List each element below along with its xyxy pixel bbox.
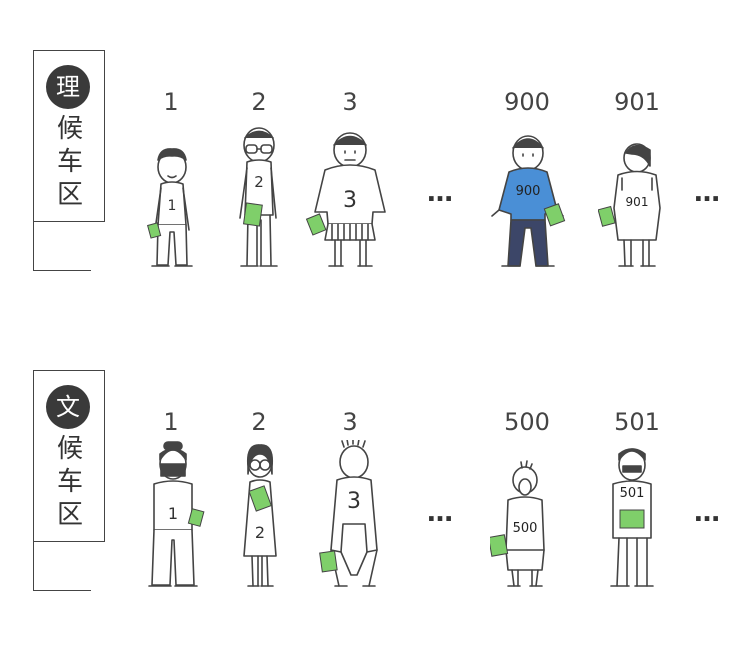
shirt-number: 2 bbox=[254, 173, 264, 191]
science-bracket-horizontal bbox=[33, 270, 91, 271]
ellipsis: … bbox=[427, 498, 455, 528]
arts-bracket-vertical bbox=[33, 541, 34, 591]
shirt-number: 501 bbox=[620, 486, 645, 501]
shirt-number: 1 bbox=[168, 504, 178, 523]
arts-waiting-area: 文 候车区 1 2 3 500 501 1 2 bbox=[0, 320, 752, 620]
waiting-person-illustration: 900 bbox=[491, 135, 566, 267]
waiting-person-illustration: 1 bbox=[147, 148, 193, 267]
ellipsis: … bbox=[694, 498, 722, 528]
shirt-number: 500 bbox=[513, 521, 538, 536]
shirt-number: 901 bbox=[626, 195, 649, 209]
science-zone-text: 候车区 bbox=[56, 114, 83, 210]
shirt-number: 3 bbox=[343, 188, 357, 213]
queue-number: 2 bbox=[251, 408, 267, 436]
queue-number: 1 bbox=[163, 408, 179, 436]
waiting-person-illustration: 901 bbox=[598, 143, 661, 267]
queue-number: 500 bbox=[504, 408, 550, 436]
waiting-person-illustration: 501 bbox=[610, 448, 654, 587]
queue-number: 2 bbox=[251, 88, 267, 116]
science-badge: 理 bbox=[46, 65, 90, 109]
queue-number: 3 bbox=[342, 408, 358, 436]
arts-bracket-horizontal bbox=[33, 590, 91, 591]
waiting-person-illustration: 2 bbox=[243, 444, 277, 587]
waiting-person-illustration: 1 bbox=[148, 441, 205, 587]
arts-badge: 文 bbox=[46, 385, 90, 429]
queue-number: 3 bbox=[342, 88, 358, 116]
waiting-person-illustration: 2 bbox=[239, 127, 278, 267]
arts-zone-label: 文 候车区 bbox=[33, 370, 105, 542]
queue-number: 1 bbox=[163, 88, 179, 116]
queue-number: 901 bbox=[614, 88, 660, 116]
shirt-number: 2 bbox=[255, 523, 265, 542]
ellipsis: … bbox=[427, 178, 455, 208]
science-bracket-vertical bbox=[33, 221, 34, 271]
queue-number: 501 bbox=[614, 408, 660, 436]
science-waiting-area: 理 候车区 1 2 3 900 901 1 bbox=[0, 0, 752, 300]
shirt-number: 3 bbox=[347, 489, 361, 514]
waiting-person-illustration: 500 bbox=[490, 460, 545, 587]
queue-number: 900 bbox=[504, 88, 550, 116]
waiting-person-illustration: 3 bbox=[305, 132, 386, 267]
arts-zone-text: 候车区 bbox=[56, 434, 83, 530]
shirt-number: 900 bbox=[516, 184, 541, 199]
waiting-person-illustration: 3 bbox=[319, 440, 378, 587]
science-zone-label: 理 候车区 bbox=[33, 50, 105, 222]
ellipsis: … bbox=[694, 178, 722, 208]
shirt-number: 1 bbox=[168, 198, 177, 214]
